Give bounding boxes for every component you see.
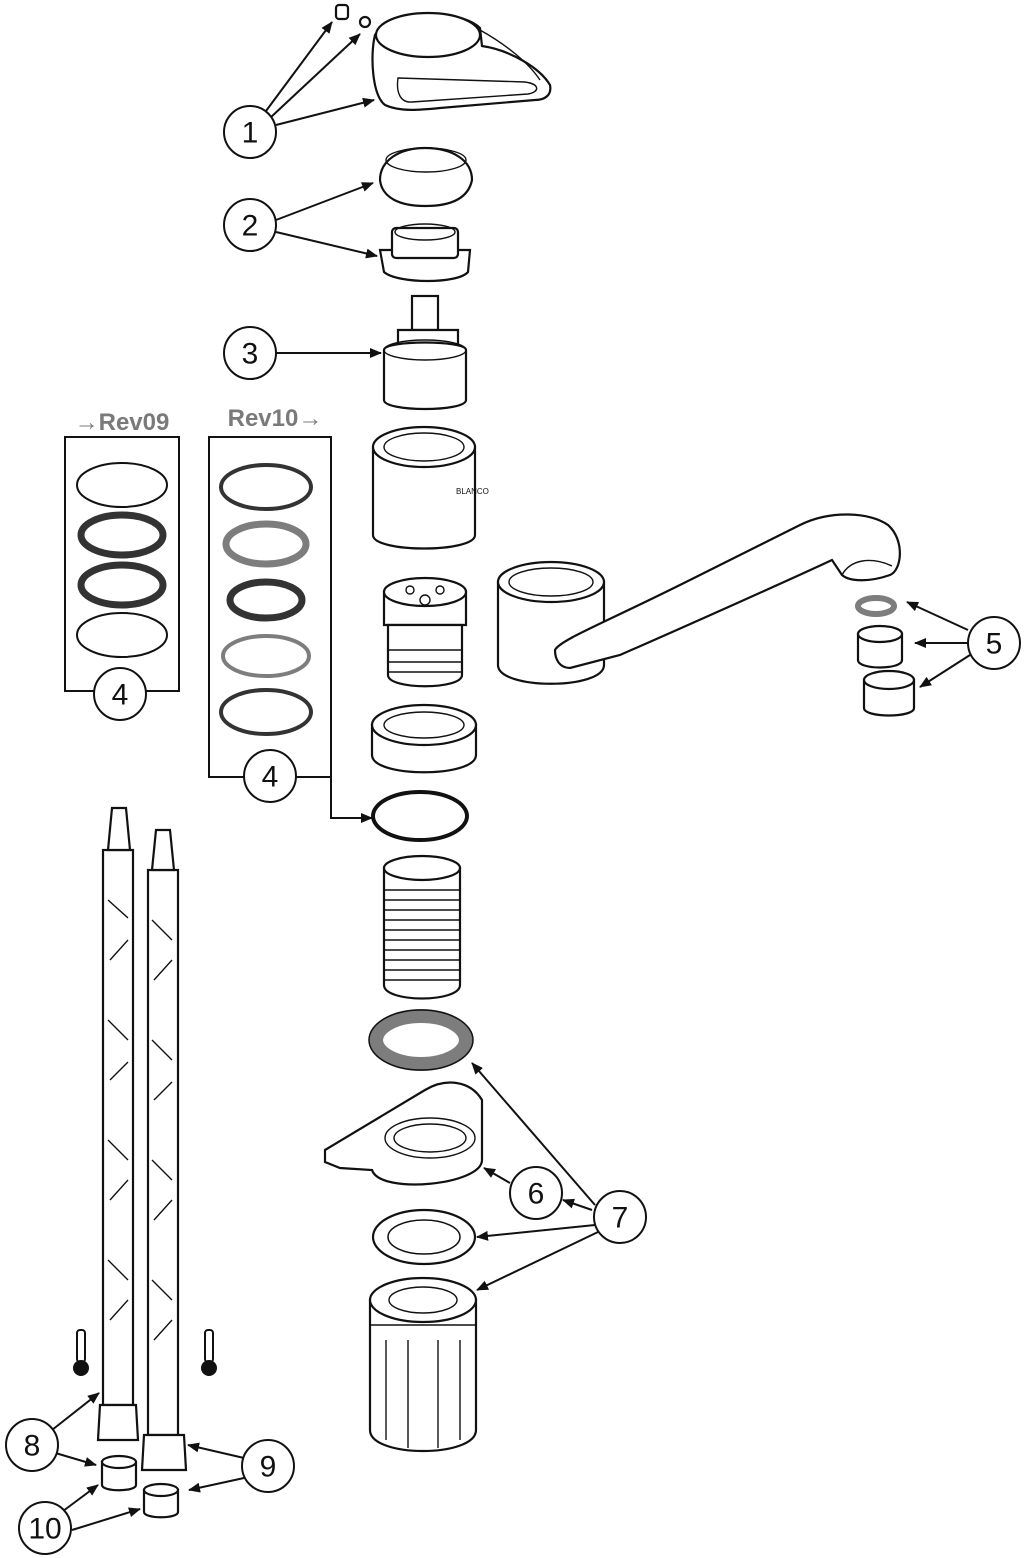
callout-5: 5 [967,616,1021,670]
o-ring-part [371,790,469,842]
lock-nut-part [368,1276,478,1452]
thread-mark-text: BLANCO [456,487,489,496]
callout-1-text: 1 [242,117,259,150]
retaining-nut-part [378,223,472,283]
callout-8: 8 [5,1418,59,1472]
thermometer-icon [73,1329,89,1376]
callout-8-text: 8 [24,1430,41,1463]
diverter-part [382,576,468,688]
cover-cap-part [378,146,474,208]
leader-lines [51,21,971,1531]
callout-10: 10 [18,1501,72,1555]
rev09-seal-box [64,436,180,692]
gasket-part [369,1009,473,1071]
callout-6-text: 6 [528,1178,545,1211]
washer-part [371,1208,477,1266]
callout-4-rev09-text: 4 [112,679,129,712]
callout-4-rev09: 4 [93,667,147,721]
callout-9-text: 9 [260,1451,277,1484]
rev10-seal-box [208,436,332,778]
handle-lever-part [334,3,552,111]
callout-7-text: 7 [612,1202,629,1235]
callout-5-text: 5 [986,628,1003,661]
hose-left-part [96,806,140,1442]
mounting-plate-part [323,1081,484,1186]
fitting-left-part [100,1454,138,1492]
callout-3-text: 3 [242,338,259,371]
callout-3: 3 [223,326,277,380]
rev09-label: →Rev09 [75,409,170,436]
threaded-ring-part [370,703,478,774]
gasket-outline [368,1009,474,1071]
aerator-part [855,595,916,717]
callout-4-rev10-text: 4 [262,761,279,794]
callout-6: 6 [509,1166,563,1220]
callout-2-text: 2 [242,210,259,243]
callout-2: 2 [223,198,277,252]
body-sleeve-part: BLANCO [371,425,489,550]
threaded-shank-part [382,854,462,1000]
callout-4-rev10: 4 [243,749,297,803]
fitting-right-part [142,1482,180,1519]
spout-part [496,513,901,685]
callout-7: 7 [593,1190,647,1244]
thermometer-icon [201,1329,217,1376]
cartridge-part [382,294,468,411]
hose-right-part [140,828,188,1472]
callout-10-text: 10 [28,1513,61,1546]
callout-9: 9 [241,1439,295,1493]
rev10-label: Rev10→ [228,405,323,432]
rev10-leader [330,777,373,823]
washer-hole [387,1219,461,1255]
callout-1: 1 [223,105,277,159]
